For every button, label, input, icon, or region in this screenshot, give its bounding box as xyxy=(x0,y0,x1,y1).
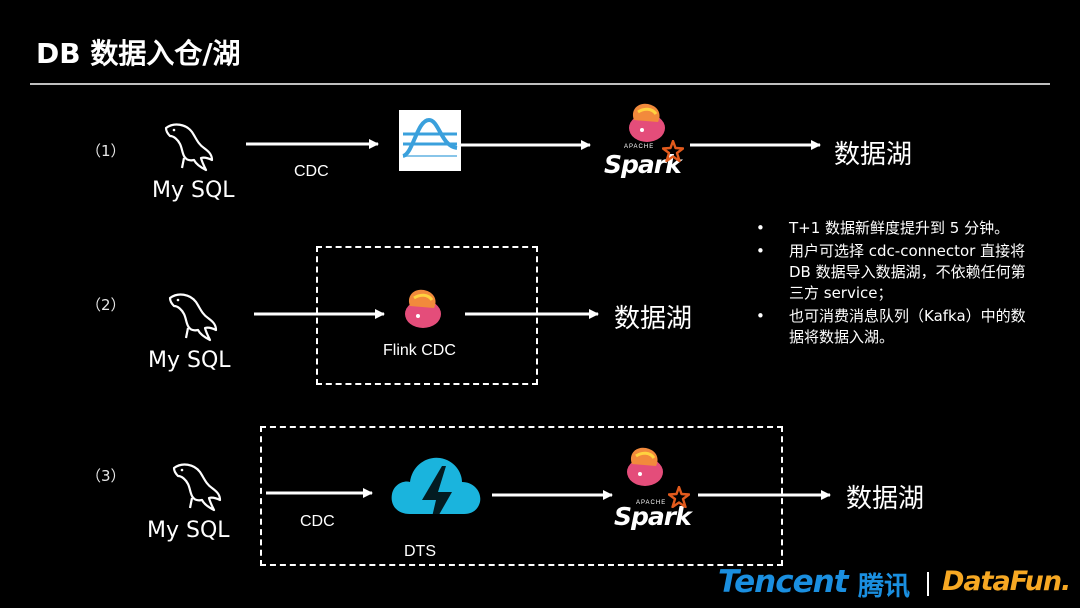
dts-cloud-icon xyxy=(391,457,481,534)
mysql-dolphin-icon xyxy=(168,293,218,342)
datafun-logo-text: DataFun. xyxy=(942,566,1071,597)
note-item: 也可消费消息队列（Kafka）中的数据将数据入湖。 xyxy=(752,306,1032,348)
spark-star-icon xyxy=(668,486,690,508)
spark-apache-text: APACHE xyxy=(624,144,655,150)
mysql-dolphin-icon xyxy=(172,463,222,512)
edge-label-cdc-1: CDC xyxy=(294,163,329,180)
mysql-label-2: My SQL xyxy=(148,348,231,373)
tencent-logo-text: Tencent xyxy=(718,564,849,600)
dts-label: DTS xyxy=(404,543,436,560)
row-number-2: （2） xyxy=(86,296,126,314)
tencent-logo-cn-text: 腾讯 xyxy=(858,572,911,602)
mysql-label-1: My SQL xyxy=(152,178,235,203)
flink-squirrel-icon xyxy=(405,289,441,328)
mysql-dolphin-icon xyxy=(164,123,214,172)
footer-separator xyxy=(927,572,929,596)
flink-squirrel-icon xyxy=(627,447,663,486)
mysql-label-3: My SQL xyxy=(147,518,230,543)
spark-apache-text: APACHE xyxy=(636,500,667,506)
data-lake-label-3: 数据湖 xyxy=(846,484,925,514)
title-divider xyxy=(30,83,1050,85)
data-lake-label-1: 数据湖 xyxy=(834,140,913,170)
note-item: 用户可选择 cdc-connector 直接将 DB 数据导入数据湖，不依赖任何… xyxy=(752,241,1032,304)
row-number-1: （1） xyxy=(86,142,126,160)
note-item: T+1 数据新鲜度提升到 5 分钟。 xyxy=(752,218,1032,239)
flink-cdc-label: Flink CDC xyxy=(383,342,456,359)
data-lake-label-2: 数据湖 xyxy=(614,304,693,334)
page-title: DB 数据入仓/湖 xyxy=(36,37,241,70)
spark-text: Spark xyxy=(614,502,692,531)
row-number-3: （3） xyxy=(86,467,126,485)
cdc-wave-icon xyxy=(399,110,461,171)
flink-squirrel-icon xyxy=(629,103,665,142)
spark-logo-1: APACHE Spark xyxy=(602,100,684,180)
spark-star-icon xyxy=(662,140,684,162)
notes-list: T+1 数据新鲜度提升到 5 分钟。 用户可选择 cdc-connector 直… xyxy=(752,218,1032,350)
edge-label-cdc-3: CDC xyxy=(300,513,335,530)
spark-logo-3: APACHE Spark xyxy=(612,444,694,531)
